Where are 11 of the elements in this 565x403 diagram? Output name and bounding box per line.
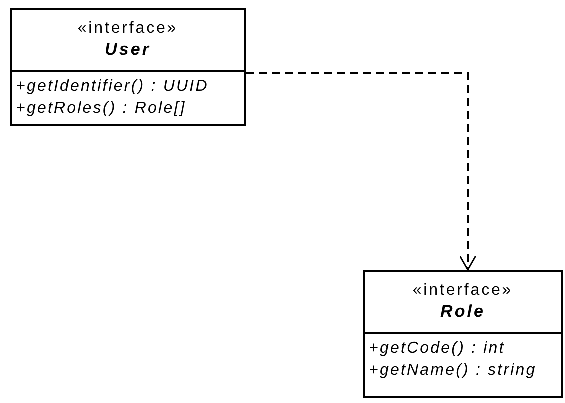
interface-name: User: [105, 39, 151, 61]
method-signature: +getName() : string: [369, 361, 538, 381]
interface-box: [363, 270, 563, 398]
stereotype-label: «interface»: [78, 19, 178, 40]
method-signature: +getIdentifier() : UUID: [16, 77, 210, 97]
method-signature: +getCode() : int: [369, 339, 506, 359]
dependency-arrow: [246, 72, 477, 271]
interface-box: [10, 8, 246, 126]
method-signature: +getRoles() : Role[]: [16, 99, 188, 119]
stereotype-label: «interface»: [412, 281, 514, 302]
interface-name: Role: [440, 301, 486, 323]
